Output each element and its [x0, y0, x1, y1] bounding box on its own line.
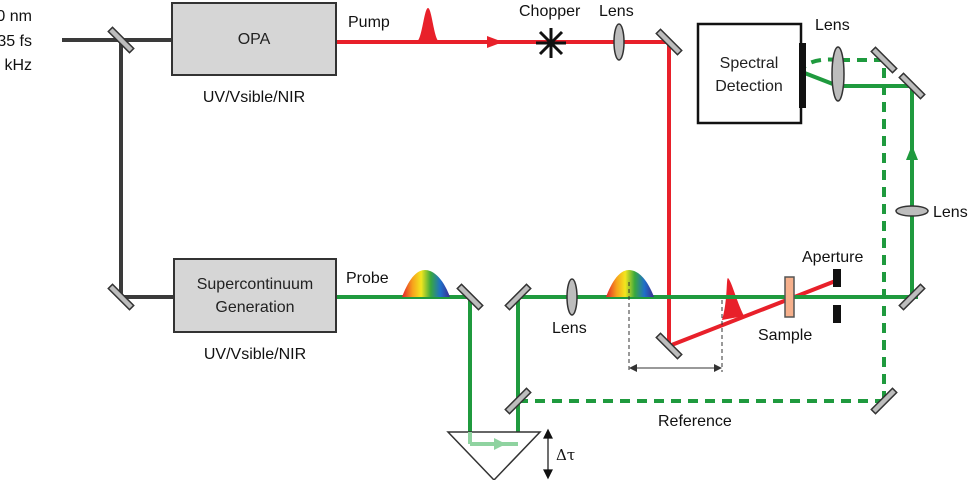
- chopper-icon: [536, 28, 566, 58]
- lenses: [566, 23, 929, 316]
- overlap-arrow-right: [714, 364, 722, 372]
- sample-label: Sample: [758, 327, 812, 344]
- reference-label: Reference: [658, 413, 732, 430]
- aperture: [833, 269, 841, 323]
- mirror-lower-left: [107, 283, 135, 311]
- mirror-probe-turn: [456, 283, 484, 311]
- spectral-detection-line1: Spectral: [720, 55, 779, 72]
- mirror-right-bottom: [898, 283, 926, 311]
- delay-arrow: [543, 428, 553, 480]
- mirror-reference-corner: [870, 387, 898, 415]
- mirror-top-right-1: [870, 46, 898, 74]
- supercontinuum-label-line1: Supercontinuum: [197, 276, 314, 293]
- overlap-arrow-left: [629, 364, 637, 372]
- lens-vertical: [895, 205, 929, 217]
- source-pulse-duration: 35 fs: [0, 33, 32, 50]
- chopper-label: Chopper: [519, 3, 581, 20]
- spectral-detection-line2: Detection: [715, 78, 783, 95]
- delay-beam-arrow: [494, 438, 506, 450]
- probe-direction-arrow: [906, 145, 918, 160]
- sample: [784, 276, 795, 318]
- delay-label: Δτ: [556, 446, 575, 464]
- lens-probe-label: Lens: [552, 320, 587, 337]
- supercontinuum-box: [173, 258, 337, 333]
- lens-pump-label: Lens: [599, 3, 634, 20]
- spectral-detection-box: [696, 22, 803, 125]
- opa-range-caption: UV/Vsible/NIR: [203, 89, 305, 106]
- source-repetition-rate: 1 kHz: [0, 57, 32, 74]
- pump-label: Pump: [348, 14, 390, 31]
- lens-pump: [613, 23, 625, 61]
- lens-vertical-label: Lens: [933, 204, 968, 221]
- aperture-label: Aperture: [802, 249, 863, 266]
- pump-direction-arrow: [487, 36, 503, 48]
- mirror-probe-return: [504, 283, 532, 311]
- source-wavelength: 800 nm: [0, 8, 32, 25]
- pump-pulse: [416, 8, 440, 42]
- sc-range-caption: UV/Vsible/NIR: [204, 346, 306, 363]
- detector-window: [799, 43, 806, 108]
- mirror-source: [107, 26, 135, 54]
- probe-spectrum-2: [606, 270, 654, 297]
- opa-label: OPA: [238, 31, 271, 48]
- probe-label: Probe: [346, 270, 389, 287]
- mirror-pump-bottom: [655, 332, 683, 360]
- overlap-marker: [628, 282, 723, 372]
- beam-splitter: [504, 387, 532, 415]
- lens-detector: [831, 46, 845, 102]
- laser-beam-path: [62, 38, 174, 299]
- supercontinuum-label-line2: Generation: [215, 299, 294, 316]
- lens-detector-label: Lens: [815, 17, 850, 34]
- mirror-top-right-2: [898, 72, 926, 100]
- mirrors: [107, 26, 926, 415]
- mirror-pump-corner: [655, 28, 683, 56]
- probe-spectrum-1: [402, 270, 450, 297]
- lens-probe: [566, 278, 578, 316]
- opa-box: [171, 2, 337, 76]
